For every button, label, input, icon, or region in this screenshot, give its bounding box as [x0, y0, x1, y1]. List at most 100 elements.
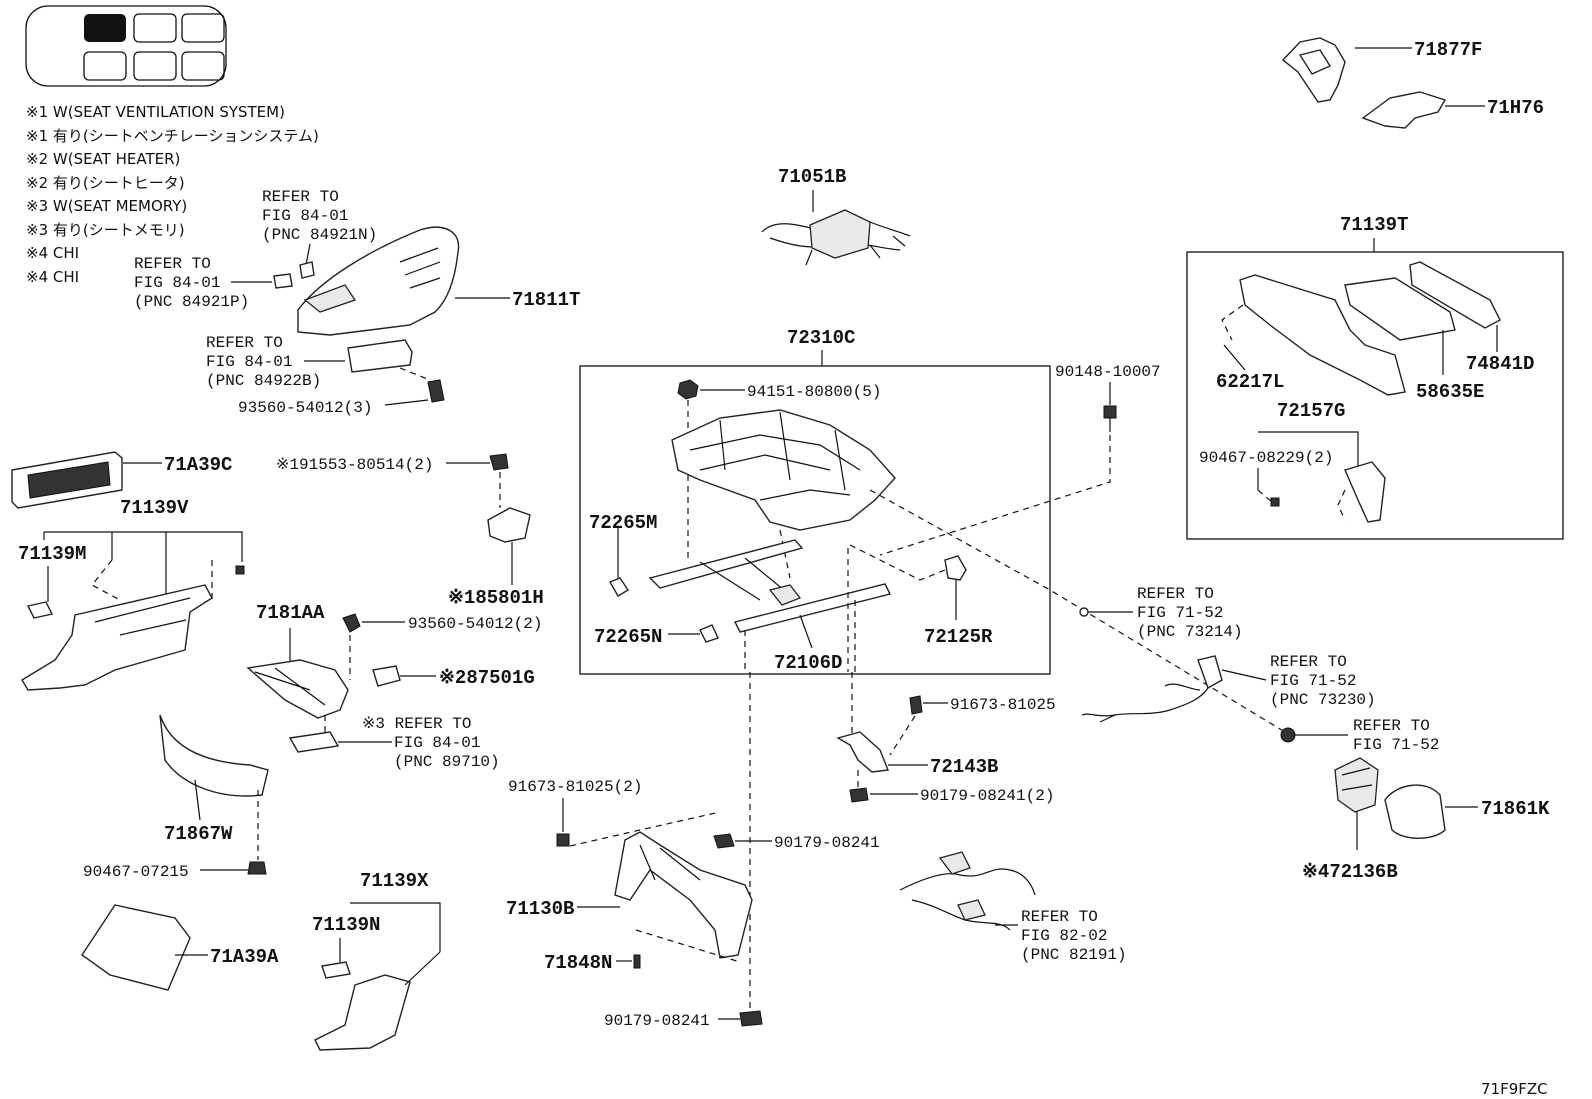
part-label: 71139N: [312, 914, 380, 936]
part-191553-80514: ※191553-80514(2) ※185801H: [276, 453, 544, 609]
legend-note: ※1 有り(シートベンチレーションシステム): [26, 127, 319, 145]
legend-note: ※4 CHI: [26, 244, 79, 262]
part-label: ※472136B: [1302, 861, 1398, 883]
part-71H76: 71H76: [1361, 91, 1544, 129]
ref-line: FIG 82-02: [1021, 927, 1107, 945]
part-label: 90179-08241: [604, 1012, 710, 1030]
part-label: 72106D: [774, 652, 842, 674]
part-label: 72157G: [1277, 400, 1345, 422]
part-label: 7181AA: [256, 602, 325, 624]
ref-line: REFER TO: [134, 255, 211, 273]
ref-line: ※3 REFER TO: [362, 715, 471, 733]
part-71811T: 71811T: [297, 226, 580, 336]
ref-73214: REFER TO FIG 71-52 (PNC 73214): [1079, 585, 1243, 641]
part-7181AA: 7181AA 93560-54012(2) ※287501G: [246, 602, 542, 735]
part-label: 90179-08241(2): [920, 787, 1054, 805]
part-label: 72265M: [589, 512, 657, 534]
part-label: 72143B: [930, 756, 998, 778]
part-71051B: 71051B: [761, 166, 911, 266]
part-label: 93560-54012(3): [238, 399, 372, 417]
part-label: 72310C: [787, 327, 855, 349]
part-90148-10007: 90148-10007: [879, 363, 1161, 556]
ref-line: REFER TO: [1270, 653, 1347, 671]
part-label: 91673-81025(2): [508, 778, 642, 796]
part-71139T-group: 71139T 62217L 58635E 74841D 72157G 90467…: [1186, 214, 1564, 540]
ref-line: FIG 84-01: [394, 734, 480, 752]
part-label: 71139T: [1340, 214, 1408, 236]
legend-note: ※2 有り(シートヒータ): [26, 174, 185, 192]
figure-code: 71F9FZC: [1481, 1080, 1548, 1098]
part-label: 71139V: [120, 497, 189, 519]
part-label: 71848N: [544, 952, 612, 974]
ref-84921P: REFER TO FIG 84-01 (PNC 84921P): [134, 255, 293, 311]
ref-84922B: REFER TO FIG 84-01 (PNC 84922B) 93560-54…: [206, 334, 445, 417]
legend-note: ※3 有り(シートメモリ): [26, 221, 185, 239]
ref-line: REFER TO: [1137, 585, 1214, 603]
ref-line: FIG 84-01: [206, 353, 292, 371]
ref-84921N: REFER TO FIG 84-01 (PNC 84921N): [262, 188, 377, 279]
ref-line: (PNC 73230): [1270, 691, 1376, 709]
part-72136B: ※472136B: [1302, 757, 1398, 883]
ref-line: FIG 84-01: [262, 207, 348, 225]
part-71A39C: 71A39C: [11, 451, 232, 509]
part-label: 71H76: [1487, 97, 1544, 119]
ref-82191: REFER TO FIG 82-02 (PNC 82191): [899, 851, 1127, 964]
ref-line: REFER TO: [1021, 908, 1098, 926]
part-label: 71877F: [1414, 39, 1482, 61]
part-label: 71139M: [18, 543, 86, 565]
part-label: ※185801H: [448, 587, 544, 609]
part-label: 90467-08229(2): [1199, 449, 1333, 467]
part-label: 71867W: [164, 823, 233, 845]
seat-position-icon: [25, 5, 227, 87]
ref-line: (PNC 84921N): [262, 226, 377, 244]
ref-7152: REFER TO FIG 71-52: [1280, 717, 1439, 754]
legend-notes: ※1 W(SEAT VENTILATION SYSTEM) ※1 有り(シートベ…: [26, 103, 319, 286]
ref-line: REFER TO: [1353, 717, 1430, 735]
ref-line: FIG 71-52: [1137, 604, 1223, 622]
part-label: 62217L: [1216, 371, 1284, 393]
part-label: 58635E: [1416, 381, 1484, 403]
part-71139X: 71139X 71139N: [312, 870, 441, 1051]
ref-line: REFER TO: [206, 334, 283, 352]
part-72310C-group: 72310C 94151-80800(5) 72265M 72265N 7210…: [579, 327, 1051, 675]
part-label: 71811T: [512, 289, 580, 311]
part-label: 90467-07215: [83, 863, 189, 881]
ref-line: FIG 71-52: [1353, 736, 1439, 754]
part-label: 71051B: [778, 166, 846, 188]
part-71A39A: 71A39A: [81, 904, 279, 991]
ref-line: FIG 71-52: [1270, 672, 1356, 690]
ref-89710: ※3 REFER TO FIG 84-01 (PNC 89710): [288, 715, 500, 771]
part-label: ※191553-80514(2): [276, 456, 433, 474]
part-label: ※287501G: [439, 667, 535, 689]
part-71861K: 71861K: [1384, 784, 1550, 839]
part-71877F: 71877F: [1281, 37, 1482, 103]
legend-note: ※1 W(SEAT VENTILATION SYSTEM): [26, 103, 285, 121]
ref-line: (PNC 82191): [1021, 946, 1127, 964]
legend-note: ※2 W(SEAT HEATER): [26, 150, 180, 168]
part-label: 72125R: [924, 626, 993, 648]
part-label: 71A39A: [210, 946, 279, 968]
part-label: 71139X: [360, 870, 429, 892]
ref-line: (PNC 89710): [394, 753, 500, 771]
ref-line: FIG 84-01: [134, 274, 220, 292]
assembly-line: [869, 489, 1291, 736]
part-label: 71130B: [506, 898, 574, 920]
legend-note: ※4 CHI: [26, 268, 79, 286]
part-label: 91673-81025: [950, 696, 1056, 714]
part-label: 71A39C: [164, 454, 232, 476]
part-label: 90179-08241: [774, 834, 880, 852]
ref-line: REFER TO: [262, 188, 339, 206]
ref-line: (PNC 84921P): [134, 293, 249, 311]
ref-line: (PNC 84922B): [206, 372, 321, 390]
part-71130B: 91673-81025(2) 90179-08241 71130B 71848N…: [506, 778, 880, 1030]
part-label: 71861K: [1481, 798, 1550, 820]
part-label: 90148-10007: [1055, 363, 1161, 381]
part-label: 72265N: [594, 626, 662, 648]
ref-73230: REFER TO FIG 71-52 (PNC 73230): [1081, 653, 1376, 723]
part-label: 93560-54012(2): [408, 615, 542, 633]
part-71867W: 71867W 90467-07215: [83, 714, 269, 881]
ref-line: (PNC 73214): [1137, 623, 1243, 641]
part-72143B: 91673-81025 72143B 90179-08241(2): [836, 695, 1056, 805]
legend-note: ※3 W(SEAT MEMORY): [26, 197, 187, 215]
